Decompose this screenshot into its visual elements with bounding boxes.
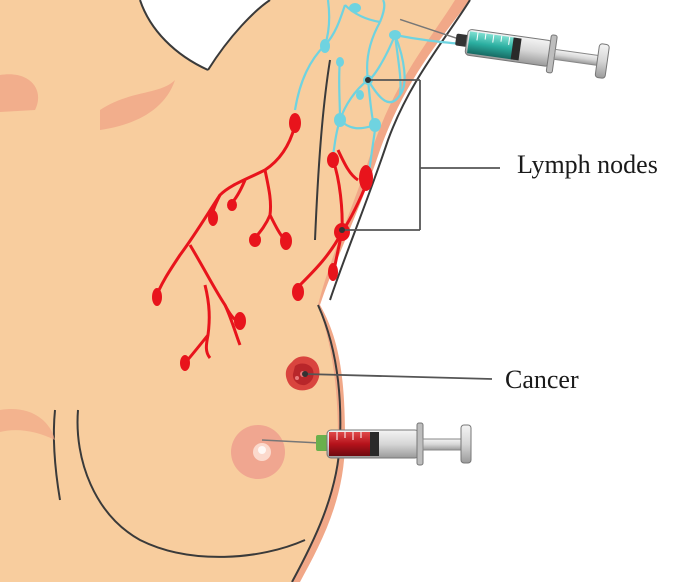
areola (231, 425, 285, 479)
label-pointers (304, 79, 500, 380)
lymph-nodes-red (152, 113, 373, 371)
cancer-label: Cancer (505, 365, 579, 394)
cancer-pointer-dot (302, 371, 308, 377)
lymph-nodes-label: Lymph nodes (517, 150, 658, 179)
syringe-icon (261, 422, 472, 466)
syringe-icon (399, 18, 610, 79)
lymph-pointer-dot (365, 77, 371, 83)
lymph-nodes-blue (320, 3, 401, 132)
lymph-pointer-dot (339, 227, 345, 233)
